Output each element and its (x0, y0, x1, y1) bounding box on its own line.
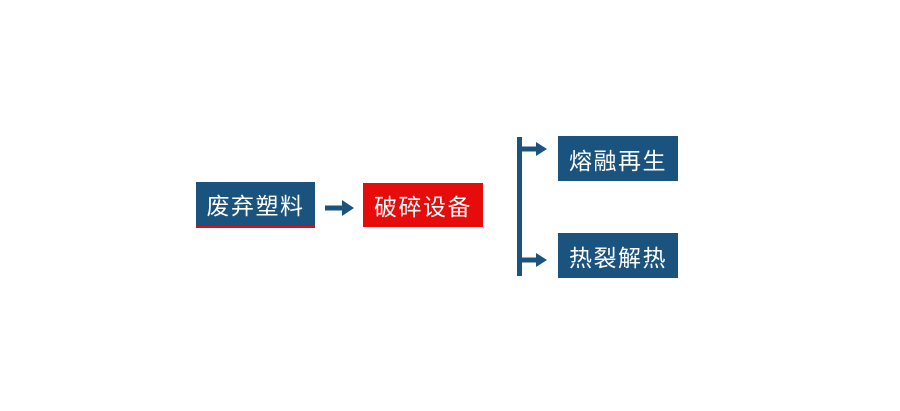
node-crusher: 破碎设备 (363, 183, 483, 227)
node-thermal-pyrolysis: 热裂解热 (558, 233, 678, 278)
branch-fork-arrows-icon (517, 137, 547, 276)
node-waste-plastic: 废弃塑料 (196, 182, 315, 228)
node-waste-plastic-label: 废弃塑料 (206, 193, 305, 219)
node-melt-regeneration: 熔融再生 (558, 136, 678, 181)
node-thermal-pyrolysis-label: 热裂解热 (569, 244, 667, 271)
node-crusher-label: 破碎设备 (374, 194, 472, 220)
node-melt-regeneration-label: 熔融再生 (569, 147, 667, 174)
arrow-right-icon (325, 200, 354, 216)
